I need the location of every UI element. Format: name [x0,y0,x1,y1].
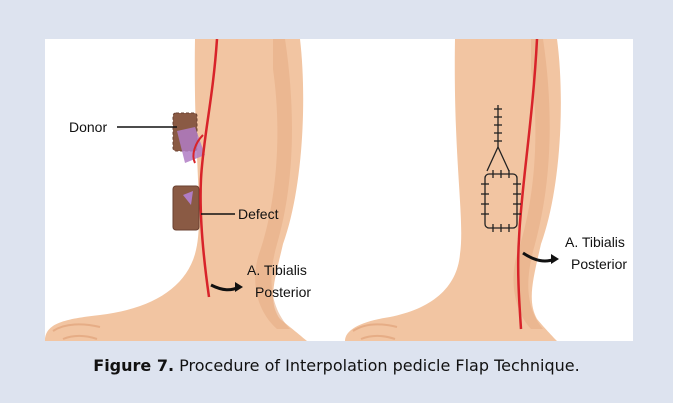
leg-illustration: Donor Defect A. Tibialis Posterior [45,39,633,341]
artery-left-label-2: Posterior [255,284,311,300]
figure-caption: Figure 7. Procedure of Interpolation ped… [0,356,673,375]
artery-right-label-2: Posterior [571,256,627,272]
donor-label: Donor [69,119,107,135]
illustration-area: Donor Defect A. Tibialis Posterior [45,39,633,341]
artery-right-label-1: A. Tibialis [565,234,625,250]
artery-left-label-1: A. Tibialis [247,262,307,278]
caption-label: Figure 7. [93,356,174,375]
caption-text: Procedure of Interpolation pedicle Flap … [174,356,580,375]
defect-label: Defect [238,206,279,222]
right-leg: A. Tibialis Posterior [345,39,627,341]
left-leg: Donor Defect A. Tibialis Posterior [45,39,311,341]
defect-site [173,186,199,230]
